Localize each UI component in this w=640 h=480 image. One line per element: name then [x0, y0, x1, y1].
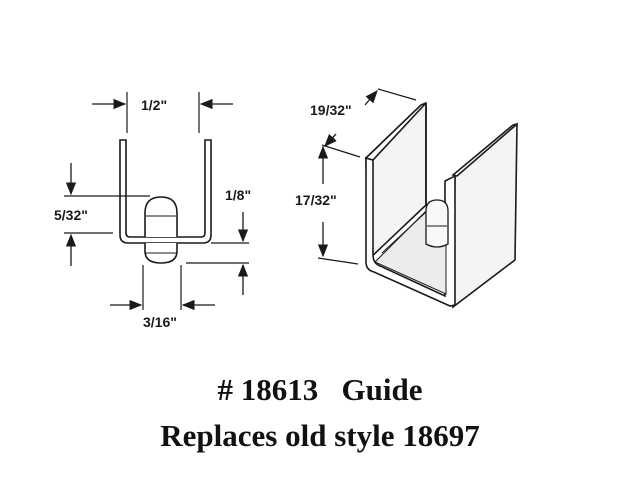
u-channel-outline — [119, 139, 212, 244]
part-number-title: # 18613 Guide — [217, 372, 423, 407]
dim-5-32-label: 5/32" — [54, 207, 88, 223]
iso-view — [317, 88, 518, 309]
dim-19-32-label: 19/32" — [310, 102, 352, 118]
front-view — [64, 92, 249, 311]
dim-17-32-label: 17/32" — [295, 192, 337, 208]
dim-1-8-label: 1/8" — [225, 187, 251, 203]
button-knob — [144, 196, 178, 237]
dim-width-label: 1/2" — [141, 97, 167, 113]
dim-3-16-label: 3/16" — [143, 314, 177, 330]
replacement-note: Replaces old style 18697 — [160, 418, 480, 453]
